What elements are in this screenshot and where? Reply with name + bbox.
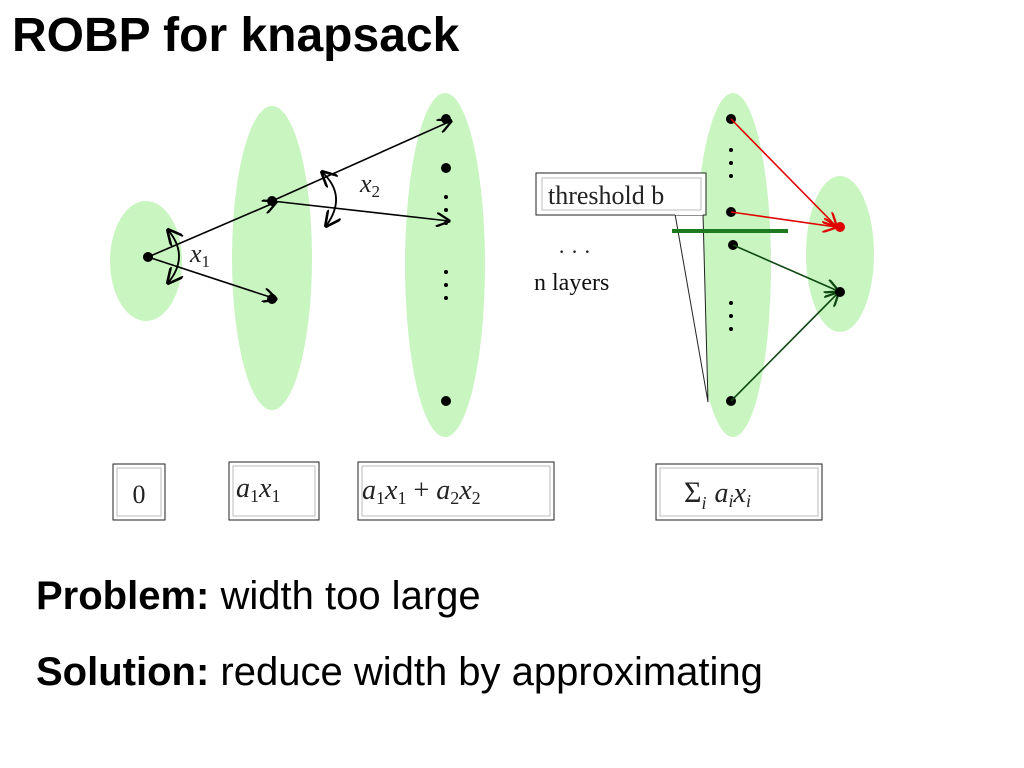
robp-diagram: x1 x2 threshold b · · · n layers bbox=[110, 93, 874, 521]
svg-text:a1x1 + a2x2: a1x1 + a2x2 bbox=[362, 475, 481, 508]
svg-text:a1x1: a1x1 bbox=[236, 473, 280, 506]
sum-box-a1x1: a1x1 bbox=[228, 461, 320, 521]
angle-arc-x2 bbox=[322, 172, 336, 226]
accept-node bbox=[835, 287, 845, 297]
layer-final bbox=[806, 176, 874, 332]
vertical-ellipsis-layern-bottom bbox=[729, 301, 733, 331]
problem-label: Problem: bbox=[36, 574, 210, 618]
node bbox=[267, 196, 277, 206]
angle-arc-x1 bbox=[168, 230, 179, 283]
solution-statement: Solution: reduce width by approximating bbox=[36, 650, 763, 695]
solution-text: reduce width by approximating bbox=[209, 650, 763, 694]
reject-edge-middle bbox=[730, 211, 836, 227]
slide-title: ROBP for knapsack bbox=[12, 9, 460, 62]
edge-label-x2: x2 bbox=[359, 169, 380, 201]
reject-node bbox=[835, 222, 845, 232]
node bbox=[441, 114, 451, 124]
layer-n bbox=[695, 93, 771, 437]
accept-edge-bottom bbox=[730, 293, 838, 402]
reject-edge-top bbox=[730, 118, 836, 226]
edge-layer1-middle bbox=[271, 200, 449, 221]
sum-box-a1x1-a2x2: a1x1 + a2x2 bbox=[357, 461, 555, 521]
solution-label: Solution: bbox=[36, 650, 210, 694]
node bbox=[143, 252, 153, 262]
edge-layer1-top bbox=[271, 121, 451, 202]
vertical-ellipsis-layern-top bbox=[729, 148, 733, 178]
accept-edge-middle bbox=[732, 244, 838, 291]
threshold-callout-pointer bbox=[674, 213, 709, 403]
sum-box-0: 0 bbox=[112, 463, 166, 521]
horizontal-ellipsis: · · · bbox=[558, 239, 591, 264]
layer-1 bbox=[232, 106, 312, 410]
problem-text: width too large bbox=[209, 574, 481, 618]
edge-label-x1: x1 bbox=[189, 239, 210, 271]
layers-caption: n layers bbox=[534, 270, 609, 296]
threshold-callout-box bbox=[535, 172, 707, 216]
vertical-ellipsis-layer2-bottom bbox=[444, 270, 448, 300]
problem-statement: Problem: width too large bbox=[36, 574, 481, 619]
svg-text:0: 0 bbox=[133, 480, 146, 509]
layer-2 bbox=[405, 93, 485, 437]
threshold-label: threshold b bbox=[548, 181, 664, 210]
node bbox=[441, 396, 451, 406]
vertical-ellipsis-layer2-top bbox=[444, 195, 448, 225]
node bbox=[267, 294, 277, 304]
node bbox=[441, 163, 451, 173]
